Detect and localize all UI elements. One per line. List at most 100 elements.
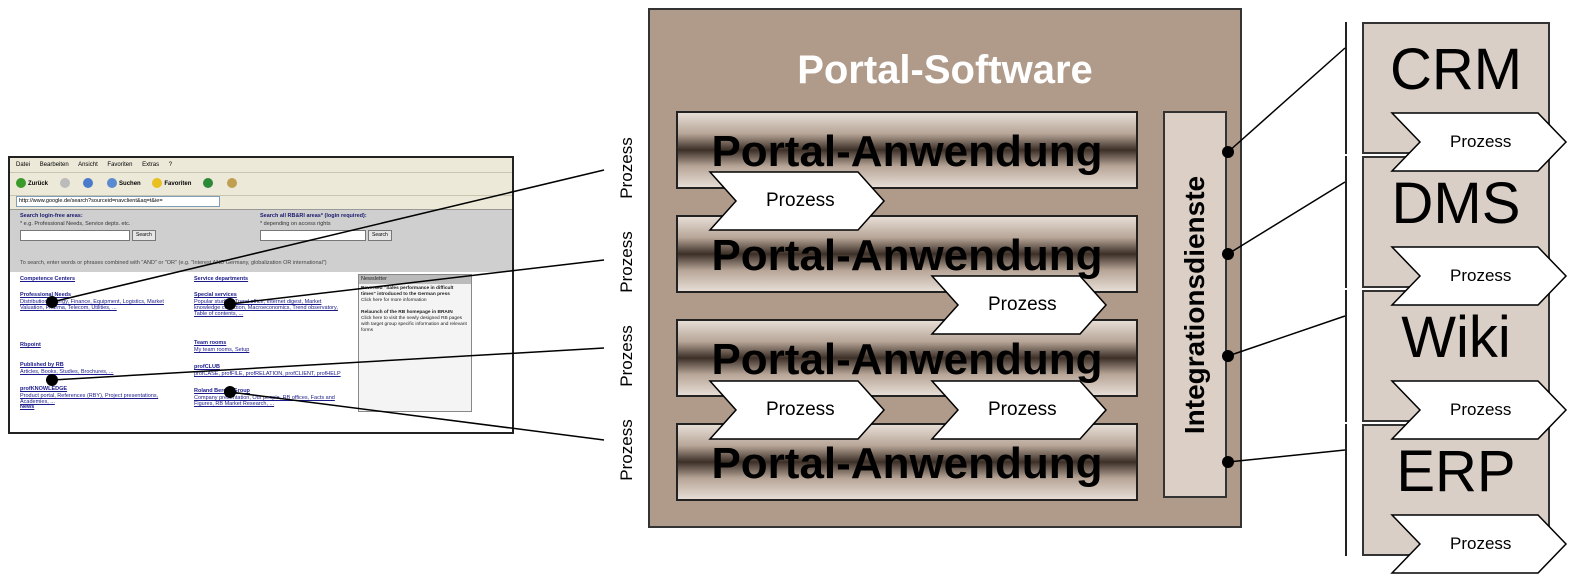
process-chevron-label: Prozess xyxy=(1450,534,1512,553)
col2-item-title[interactable]: Team rooms xyxy=(194,340,227,346)
col1-item-text[interactable]: Product portal, References (RBY), Projec… xyxy=(20,393,159,405)
newsletter-heading: Newsletter xyxy=(359,275,471,284)
address-input[interactable]: http://www.google.de/search?sourceid=nav… xyxy=(16,196,220,208)
browser-menubar: Datei Bearbeiten Ansicht Favoriten Extra… xyxy=(10,158,512,173)
portal-application: Portal-Anwendung xyxy=(676,111,1138,189)
connector-dot xyxy=(224,298,236,310)
news-item-text: Click here for more information xyxy=(361,298,427,303)
system-separator xyxy=(1345,424,1347,556)
portal-software-title: Portal-Software xyxy=(797,48,1093,92)
connector-line xyxy=(51,169,605,303)
forward-arrow-icon xyxy=(59,178,70,189)
integration-services-box: Integrationsdienste xyxy=(1163,111,1227,498)
process-chevron-label: Prozess xyxy=(1450,132,1512,151)
col2-item-text[interactable]: profCASE, profFILE, profRELATION, profCL… xyxy=(194,371,341,377)
col2-item-text[interactable]: My team rooms, Setup xyxy=(194,347,250,353)
system-label: CRM xyxy=(1389,37,1523,102)
connector-line xyxy=(1227,47,1346,153)
connector-dot xyxy=(224,386,236,398)
process-chevron-label: Prozess xyxy=(766,399,835,420)
process-chevron xyxy=(1390,514,1568,574)
connector-line xyxy=(51,347,605,381)
system-label: DMS xyxy=(1391,171,1521,236)
favorites-button[interactable]: Favoriten xyxy=(152,178,191,189)
news-item-text: Click here to visit the newly designed R… xyxy=(361,316,467,333)
menu-favoriten[interactable]: Favoriten xyxy=(107,162,133,168)
mail-icon xyxy=(226,178,237,189)
process-chevron xyxy=(930,380,1108,440)
menu-bearbeiten[interactable]: Bearbeiten xyxy=(39,162,69,168)
browser-toolbar: Zurück Suchen Favoriten xyxy=(10,173,512,196)
system-label: ERP xyxy=(1396,439,1516,504)
connector-dot xyxy=(46,296,58,308)
portal-browser-screenshot: Datei Bearbeiten Ansicht Favoriten Extra… xyxy=(8,156,514,434)
magnifier-icon xyxy=(107,178,118,189)
search-panel: Search login-free areas: * e.g. Professi… xyxy=(10,210,512,272)
forward-button[interactable] xyxy=(59,178,72,189)
col1-item-title[interactable]: Professional Needs xyxy=(20,292,72,298)
system-separator xyxy=(1345,22,1347,154)
back-button[interactable]: Zurück xyxy=(16,178,48,189)
search-right-hint: * depending on access rights xyxy=(260,221,331,227)
system-separator xyxy=(1345,290,1347,422)
process-chevron xyxy=(1390,380,1568,440)
portal-content: Competence Centers Professional Needs Di… xyxy=(10,272,512,412)
menu-help[interactable]: ? xyxy=(168,162,173,168)
connector-dot xyxy=(1222,248,1234,260)
col1-item-title[interactable]: Published by RB xyxy=(20,362,64,368)
col1-item-text[interactable]: Distribution, Energy, Finance, Equipment… xyxy=(20,299,164,311)
process-chevron xyxy=(1390,246,1568,306)
news-item-title[interactable]: Reversed "Sales performance in difficult… xyxy=(361,286,454,297)
connector-dot xyxy=(1222,456,1234,468)
col2-item-title[interactable]: Roland Berger Group xyxy=(194,388,250,394)
history-icon xyxy=(203,178,214,189)
star-icon xyxy=(152,178,163,189)
menu-ansicht[interactable]: Ansicht xyxy=(78,162,98,168)
col1-item-title[interactable]: Rbpoint xyxy=(20,342,41,348)
portal-application: Portal-Anwendung xyxy=(676,423,1138,501)
search-note: To search, enter words or phrases combin… xyxy=(20,260,327,266)
reload-button[interactable] xyxy=(83,178,95,189)
connector-line xyxy=(1227,315,1346,357)
newsletter-panel: Newsletter Reversed "Sales performance i… xyxy=(358,274,472,412)
menu-datei[interactable]: Datei xyxy=(16,162,31,168)
col1-item-title[interactable]: News xyxy=(20,404,35,410)
search-left-hint: * e.g. Professional Needs, Service depts… xyxy=(20,221,131,227)
mail-button[interactable] xyxy=(226,178,239,189)
col1-item-text[interactable]: Articles, Books, Studies, Brochures, ... xyxy=(20,369,114,375)
system-label: Wiki xyxy=(1401,305,1511,370)
search-left-button[interactable]: Search xyxy=(132,230,156,241)
connector-dot xyxy=(46,374,58,386)
browser-address-bar: http://www.google.de/search?sourceid=nav… xyxy=(10,196,512,210)
search-button[interactable]: Suchen xyxy=(107,178,141,189)
col2-item-title[interactable]: profCLUB xyxy=(194,364,220,370)
process-chevron-label: Prozess xyxy=(1450,400,1512,419)
reload-icon xyxy=(83,178,94,189)
col2-item-title[interactable]: Special services xyxy=(194,292,237,298)
process-chevron xyxy=(708,171,886,231)
news-item-title[interactable]: Relaunch of the RB homepage in BRAIN xyxy=(361,310,453,315)
system-separator xyxy=(1345,156,1347,288)
process-chevron xyxy=(1390,112,1568,172)
search-right-input[interactable] xyxy=(260,230,366,241)
col2-item-text[interactable]: Company presentation, Our people, RB off… xyxy=(194,395,335,407)
history-button[interactable] xyxy=(203,178,215,189)
search-left-input[interactable] xyxy=(20,230,130,241)
newsletter-body: Reversed "Sales performance in difficult… xyxy=(359,284,471,336)
process-chevron xyxy=(930,275,1108,335)
col1-heading[interactable]: Competence Centers xyxy=(20,276,76,282)
process-chevron-label: Prozess xyxy=(988,399,1057,420)
col1-item-title[interactable]: profKNOWLEDGE xyxy=(20,386,68,392)
col2-item-text[interactable]: Popular studies, Trend office, Internet … xyxy=(194,299,338,317)
process-chevron-label: Prozess xyxy=(988,294,1057,315)
connector-line xyxy=(1227,449,1346,463)
col2-heading[interactable]: Service departments xyxy=(194,276,249,282)
connector-line xyxy=(1227,181,1346,255)
search-right-button[interactable]: Search xyxy=(368,230,392,241)
menu-extras[interactable]: Extras xyxy=(142,162,160,168)
process-chevron-label: Prozess xyxy=(1450,266,1512,285)
connector-dot xyxy=(1222,350,1234,362)
search-right-label: Search all RB&RI areas* (login required)… xyxy=(260,213,367,219)
